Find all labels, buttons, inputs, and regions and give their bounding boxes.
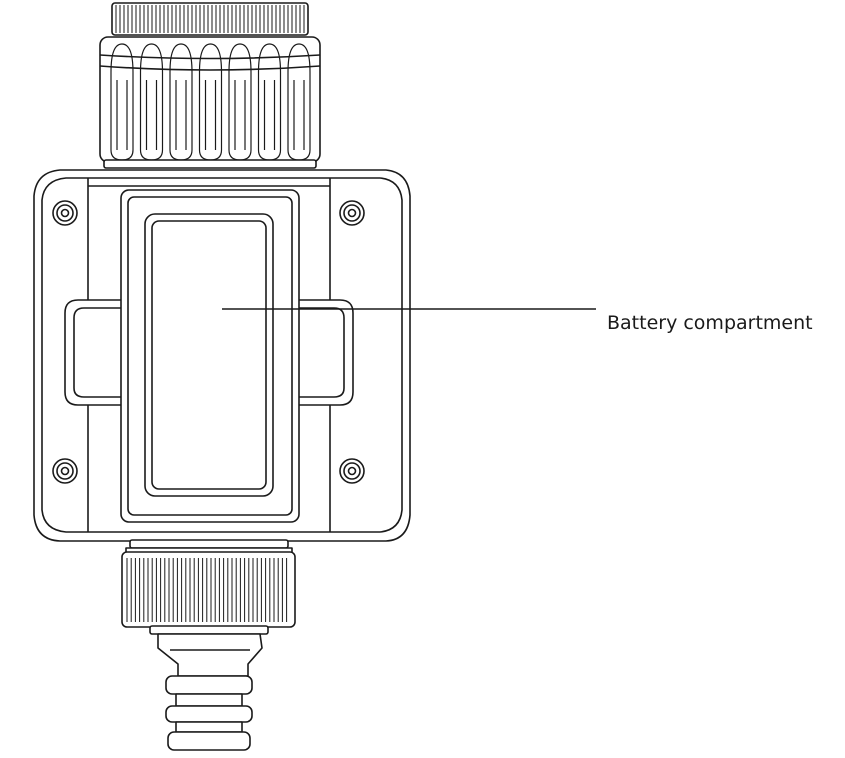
nut-rib	[257, 43, 282, 161]
cover-tab-right	[296, 299, 354, 406]
screw-bottom-left	[52, 458, 78, 484]
screw-top-right	[339, 200, 365, 226]
nut-rib	[228, 43, 252, 161]
housing-inner	[41, 177, 403, 533]
top-nut-band-lower	[99, 65, 321, 71]
battery-window	[144, 213, 274, 497]
connector-ring-2	[165, 705, 253, 723]
top-nut-ribs	[110, 43, 311, 161]
battery-window-inner	[151, 220, 267, 490]
cover-tab-left-inner	[73, 307, 122, 398]
top-nut-cap	[111, 2, 309, 36]
nut-rib	[110, 43, 134, 161]
top-coupling-nut	[99, 2, 321, 169]
connector-stem-2	[175, 721, 243, 733]
quick-connector-body	[157, 633, 263, 677]
main-housing	[33, 169, 411, 542]
connector-ring-3	[167, 731, 251, 751]
screw-bottom-right	[339, 458, 365, 484]
top-nut-base	[103, 159, 317, 169]
battery-compartment-label: Battery compartment	[607, 312, 813, 334]
bottom-neck	[129, 539, 289, 549]
screw-top-left	[52, 200, 78, 226]
top-nut-band	[99, 54, 321, 60]
bottom-nut-base	[149, 625, 269, 635]
nut-rib	[198, 43, 223, 161]
nut-rib	[169, 43, 193, 161]
connector-stem-1	[175, 693, 243, 707]
bottom-coupling	[121, 539, 296, 751]
bottom-nut-knurling	[126, 558, 288, 622]
cover-tab-left	[64, 299, 122, 406]
nut-rib	[139, 43, 164, 161]
top-cap-knurling	[115, 5, 305, 33]
nut-rib	[287, 43, 311, 161]
connector-ring-1	[165, 675, 253, 695]
battery-cover-inner	[127, 196, 293, 516]
